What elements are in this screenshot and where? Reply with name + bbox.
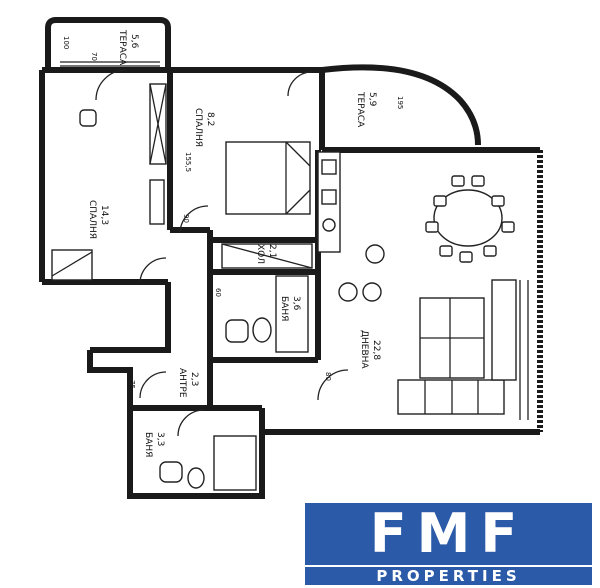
dim-70: 70 <box>90 52 98 61</box>
logo-subtitle: PROPERTIES <box>305 567 592 585</box>
dim-80: 80 <box>324 372 332 381</box>
bath-bottom-area: 3,3 <box>155 432 165 446</box>
hall-area: 2,1 <box>267 244 277 258</box>
terrace-right-area: 5,9 <box>367 92 377 107</box>
bedroom-left-name: СПАЛНЯ <box>87 200 97 239</box>
dim-155: 155,5 <box>184 152 192 172</box>
logo-brand: FMF <box>305 503 592 565</box>
terrace-right: ТЕРАСА 5,9 195 <box>355 91 404 128</box>
terrace-top: ТЕРАСА 5,6 100 70 <box>60 29 160 67</box>
living-name: ДНЕВНА <box>359 330 369 369</box>
bath-center-area: 3,6 <box>291 296 301 311</box>
dim-60: 60 <box>214 288 222 297</box>
dim-75: 75 <box>128 380 136 389</box>
dim-195: 195 <box>396 96 404 109</box>
hall-name: ХОЛ <box>255 244 265 264</box>
bedroom-left-area: 14,3 <box>99 205 109 225</box>
living-area: 22,8 <box>371 340 381 360</box>
bedroom-right-name: СПАЛНЯ <box>193 108 203 147</box>
bedroom-left: СПАЛНЯ 14,3 <box>51 69 167 281</box>
bath-center: БАНЯ 3,6 <box>225 275 309 353</box>
lobby-area: 2,3 <box>189 372 199 386</box>
lobby-name: АНТРЕ <box>177 368 187 398</box>
terrace-top-name: ТЕРАСА <box>117 29 127 66</box>
dim-90: 90 <box>182 214 190 223</box>
living-room: ДНЕВНА 22,8 <box>317 175 529 420</box>
bath-bottom: БАНЯ 3,3 <box>143 409 257 491</box>
bedroom-right: СПАЛНЯ 8,2 155,5 <box>184 71 313 215</box>
terrace-right-name: ТЕРАСА <box>355 91 365 128</box>
lobby: АНТРЕ 2,3 75 60 80 <box>128 288 332 399</box>
bath-center-name: БАНЯ <box>279 296 289 321</box>
fmf-logo: FMF PROPERTIES <box>305 503 592 585</box>
terrace-top-area: 5,6 <box>129 34 139 49</box>
walls <box>39 17 543 499</box>
hall: ХОЛ 2,1 90 <box>139 205 313 283</box>
kitchen <box>317 151 385 302</box>
bedroom-right-area: 8,2 <box>205 112 215 126</box>
dim-100: 100 <box>62 36 70 49</box>
bath-bottom-name: БАНЯ <box>143 432 153 457</box>
